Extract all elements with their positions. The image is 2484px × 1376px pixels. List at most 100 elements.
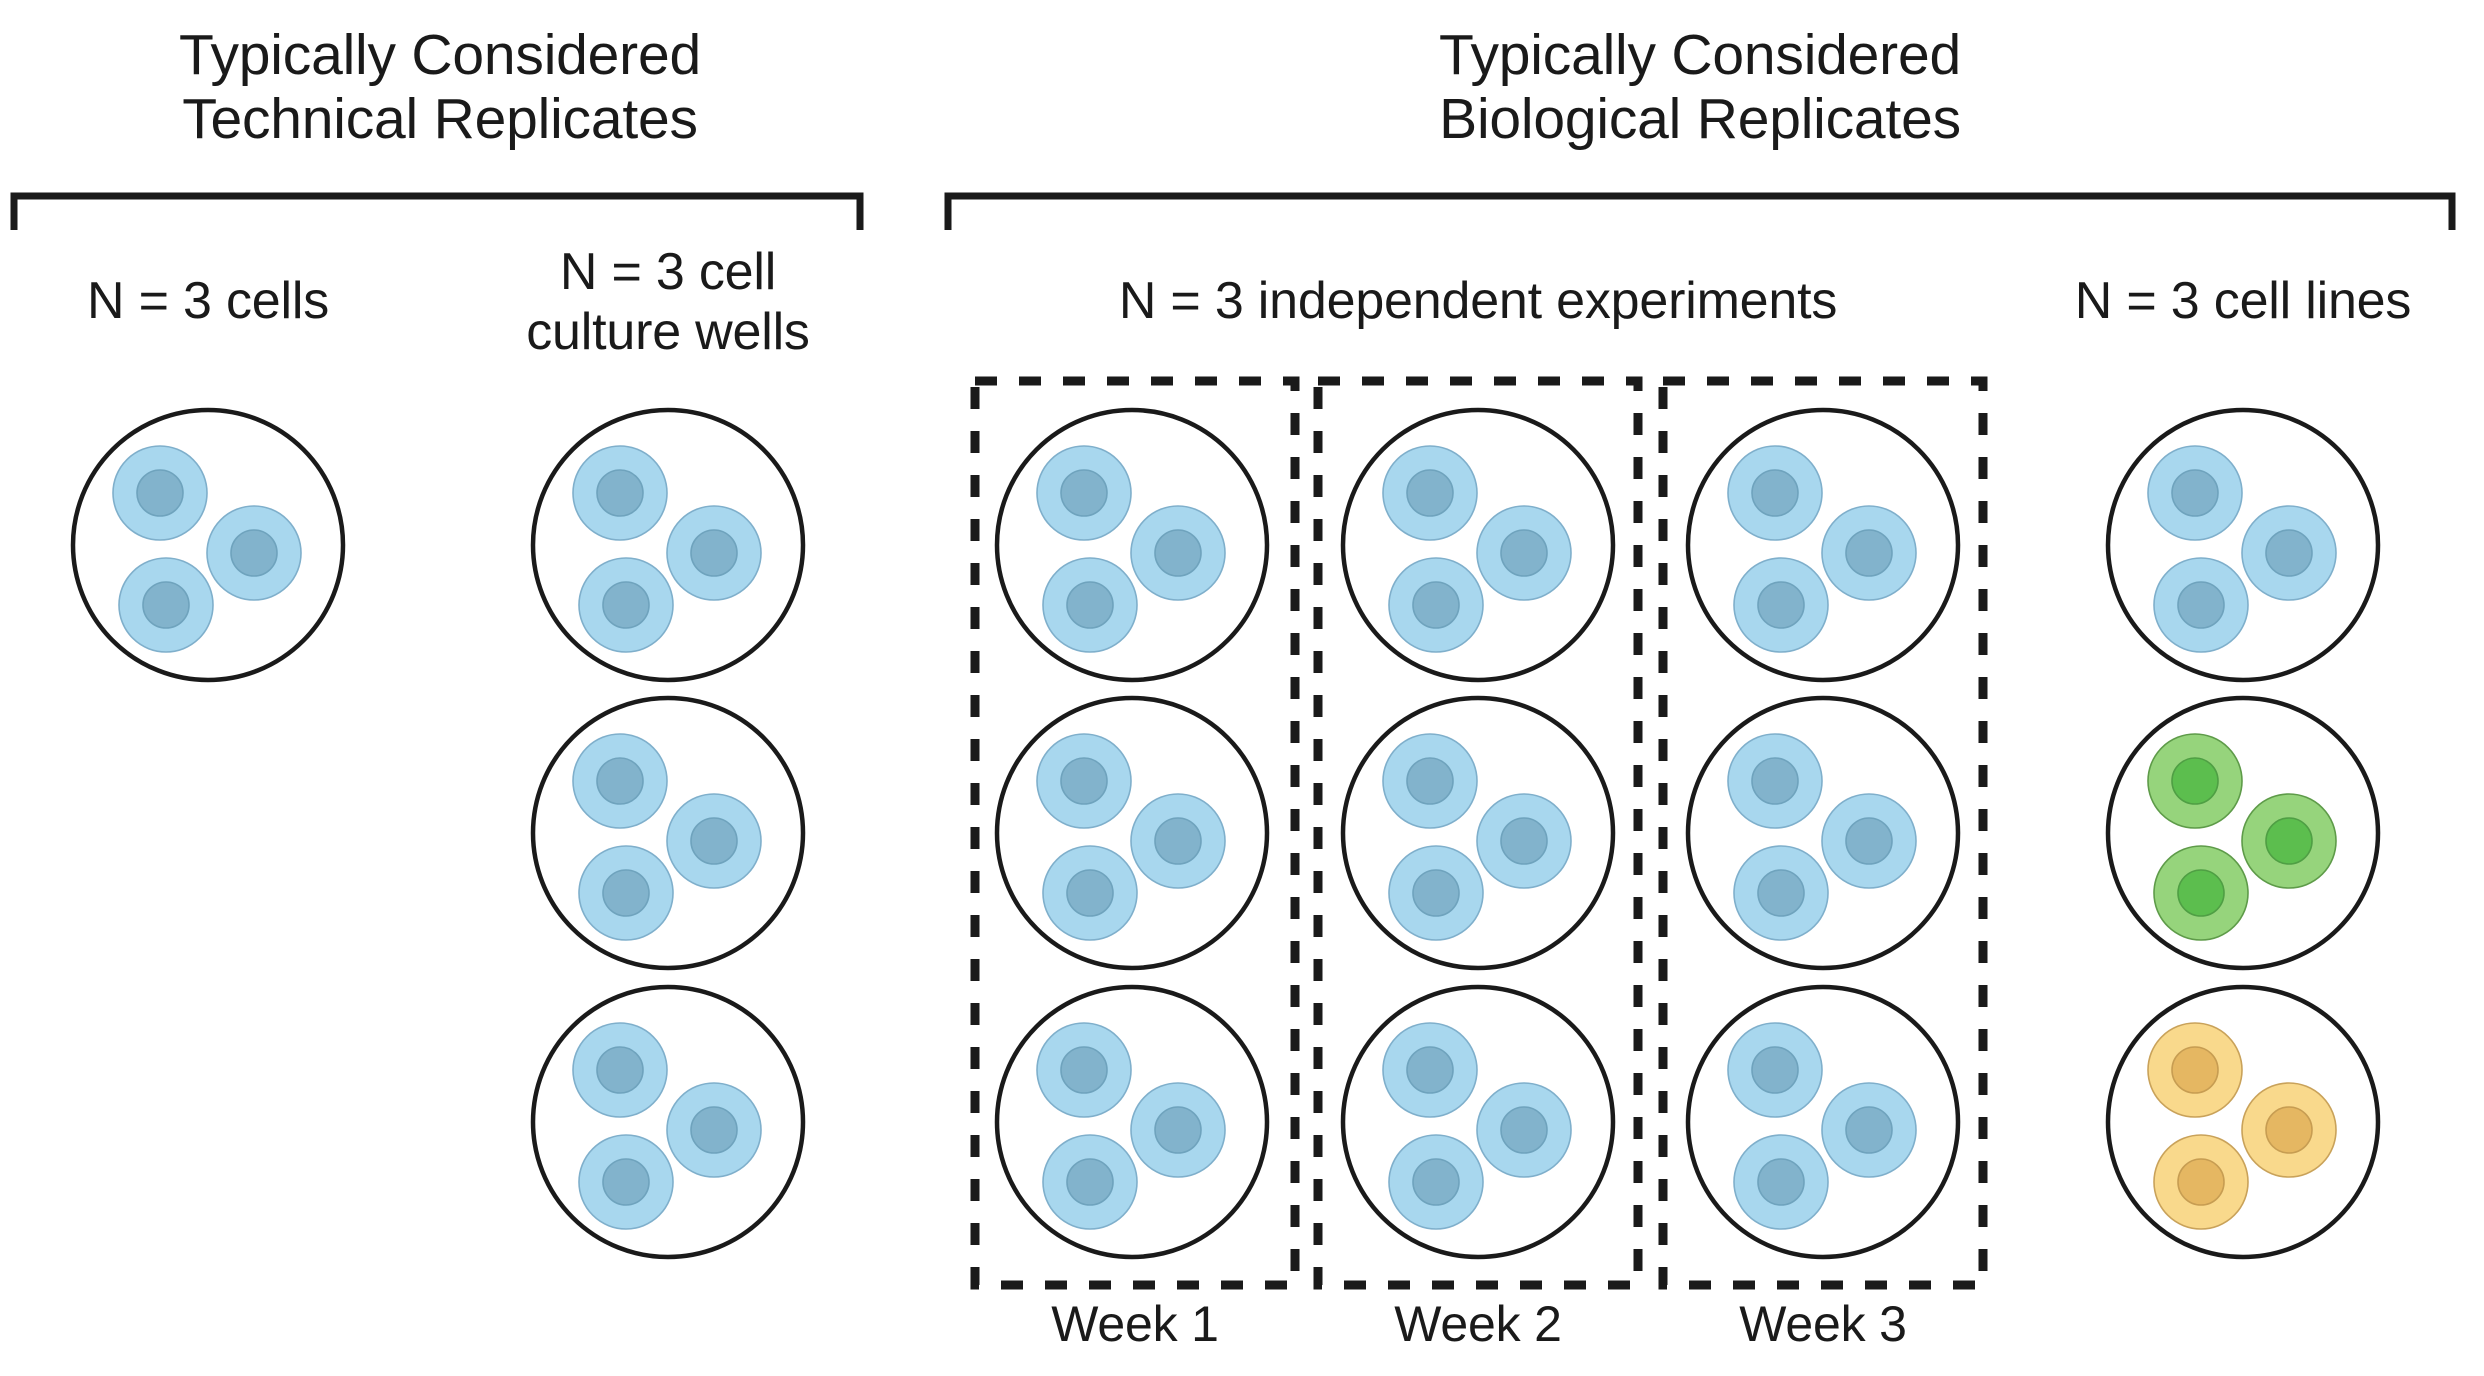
well-col-celllines-1 [2105, 407, 2381, 683]
cell-1 [572, 445, 668, 541]
cell-3 [118, 557, 214, 653]
well-col-week3-1 [1685, 407, 1961, 683]
cell-nucleus [1060, 1046, 1108, 1094]
dashed-box-col-week3 [1658, 376, 1988, 1290]
cell-nucleus [690, 529, 738, 577]
cell-nucleus [1060, 469, 1108, 517]
cell-1 [1036, 1022, 1132, 1118]
well-col-wells-2 [530, 695, 806, 971]
cell-3 [1042, 557, 1138, 653]
cell-3 [578, 845, 674, 941]
cell-nucleus [1500, 817, 1548, 865]
well-col-week3-3 [1685, 984, 1961, 1260]
group-brackets [10, 192, 2456, 230]
well-col-week3-2 [1685, 695, 1961, 971]
cell-1 [2147, 445, 2243, 541]
cell-nucleus [2177, 581, 2225, 629]
cell-nucleus [142, 581, 190, 629]
cell-nucleus [230, 529, 278, 577]
bracket-biological [944, 192, 2456, 230]
cell-2 [1130, 793, 1226, 889]
label-n-cells: N = 3 cells [86, 272, 329, 330]
well-col-week1-1 [994, 407, 1270, 683]
cell-2 [1476, 505, 1572, 601]
label-n-cell-lines: N = 3 cell lines [2074, 272, 2412, 330]
cell-nucleus [2171, 469, 2219, 517]
cell-nucleus [1060, 757, 1108, 805]
cell-nucleus [1845, 1106, 1893, 1154]
cell-3 [1733, 557, 1829, 653]
cell-2 [666, 505, 762, 601]
cell-nucleus [1066, 581, 1114, 629]
cell-nucleus [2265, 529, 2313, 577]
cell-1 [1382, 445, 1478, 541]
cell-1 [1382, 1022, 1478, 1118]
cell-nucleus [602, 581, 650, 629]
footer-week-1: Week 1 [1051, 1296, 1219, 1352]
cell-2 [206, 505, 302, 601]
cell-1 [1727, 733, 1823, 829]
cell-nucleus [2265, 1106, 2313, 1154]
cell-nucleus [1751, 469, 1799, 517]
cell-nucleus [1845, 817, 1893, 865]
cell-1 [1382, 733, 1478, 829]
dashed-box-col-week2 [1313, 376, 1643, 1290]
well-col-celllines-3 [2105, 984, 2381, 1260]
cell-nucleus [602, 869, 650, 917]
cell-nucleus [2265, 817, 2313, 865]
cell-2 [2241, 505, 2337, 601]
footer-week-2: Week 2 [1394, 1296, 1562, 1352]
cell-3 [2153, 845, 2249, 941]
cell-nucleus [1406, 757, 1454, 805]
cell-2 [666, 793, 762, 889]
cell-nucleus [1406, 469, 1454, 517]
cell-nucleus [1845, 529, 1893, 577]
cell-nucleus [1751, 757, 1799, 805]
cell-3 [1042, 845, 1138, 941]
cell-2 [1821, 1082, 1917, 1178]
cell-nucleus [2177, 869, 2225, 917]
cell-3 [1733, 1134, 1829, 1230]
cell-nucleus [1412, 1158, 1460, 1206]
cell-nucleus [690, 817, 738, 865]
well-col-wells-3 [530, 984, 806, 1260]
well-col-week2-3 [1340, 984, 1616, 1260]
label-n-cell-culture-wells: N = 3 cell culture wells [526, 243, 810, 361]
cell-nucleus [136, 469, 184, 517]
cell-nucleus [1412, 581, 1460, 629]
cell-nucleus [1751, 1046, 1799, 1094]
label-n-independent-experiments: N = 3 independent experiments [1118, 272, 1838, 330]
well-col-week2-2 [1340, 695, 1616, 971]
cell-nucleus [1406, 1046, 1454, 1094]
cell-nucleus [596, 469, 644, 517]
well-col-week1-2 [994, 695, 1270, 971]
cell-1 [1036, 445, 1132, 541]
cell-nucleus [602, 1158, 650, 1206]
cell-1 [572, 733, 668, 829]
cell-3 [2153, 557, 2249, 653]
well-col-wells-1 [530, 407, 806, 683]
cell-nucleus [596, 757, 644, 805]
cell-3 [1388, 845, 1484, 941]
cell-nucleus [1500, 529, 1548, 577]
cell-1 [1727, 445, 1823, 541]
cell-nucleus [1412, 869, 1460, 917]
cell-nucleus [690, 1106, 738, 1154]
cell-nucleus [1066, 1158, 1114, 1206]
cell-nucleus [1154, 1106, 1202, 1154]
cell-3 [1733, 845, 1829, 941]
bracket-technical [10, 192, 864, 230]
group-dashed-boxes [970, 376, 1988, 1290]
cell-nucleus [596, 1046, 644, 1094]
cell-1 [1036, 733, 1132, 829]
cell-3 [2153, 1134, 2249, 1230]
cell-nucleus [1757, 869, 1805, 917]
well-col-week2-1 [1340, 407, 1616, 683]
cell-nucleus [2171, 757, 2219, 805]
dashed-box-col-week1 [970, 376, 1300, 1290]
cell-2 [2241, 793, 2337, 889]
cell-nucleus [2177, 1158, 2225, 1206]
cell-3 [1388, 557, 1484, 653]
